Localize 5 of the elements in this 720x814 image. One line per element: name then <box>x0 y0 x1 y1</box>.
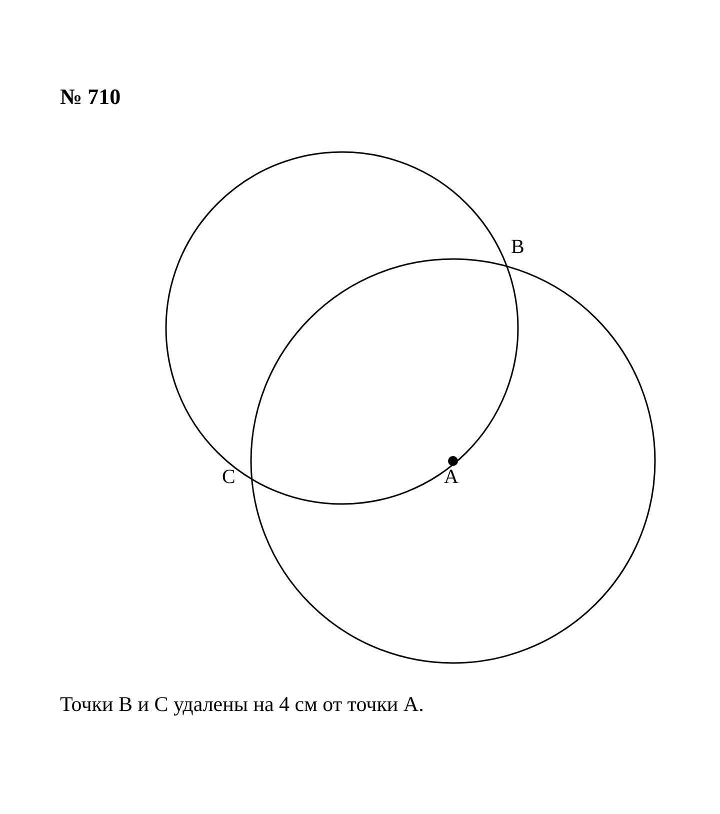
point-label: C <box>222 466 236 489</box>
point-label: B <box>511 236 524 259</box>
caption: Точки B и C удалены на 4 см от точки A. <box>60 692 424 717</box>
problem-number: № 710 <box>60 84 121 110</box>
point-label: A <box>444 466 458 489</box>
